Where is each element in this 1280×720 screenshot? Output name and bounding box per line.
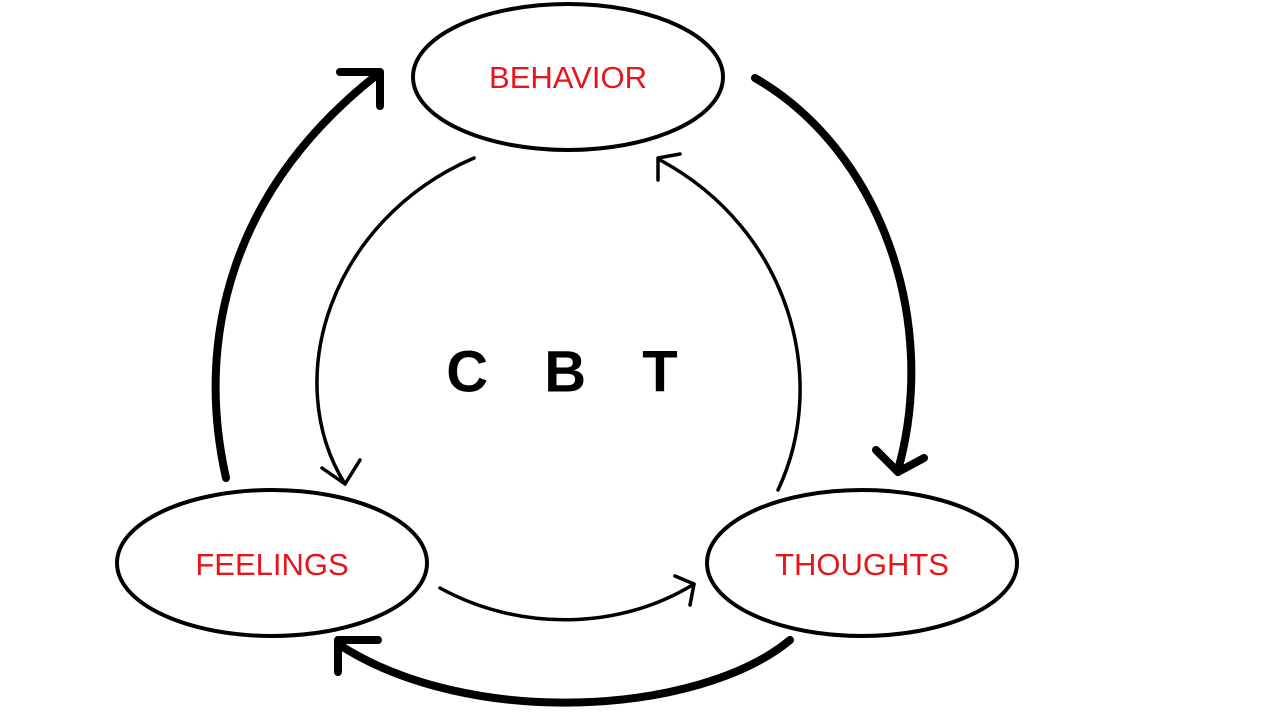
arrowhead-icon — [872, 446, 928, 476]
arrow-thoughts-to-feelings — [334, 636, 794, 707]
node-thoughts: THOUGHTS — [705, 488, 1019, 638]
arrow-feelings-to-behavior — [211, 68, 384, 482]
arrow-feelings-to-thoughts — [438, 574, 696, 622]
node-label-feelings: FEELINGS — [195, 547, 348, 582]
node-label-behavior: BEHAVIOR — [489, 60, 647, 95]
outer-cycle — [211, 68, 928, 707]
node-feelings: FEELINGS — [115, 488, 429, 638]
arrowhead-icon — [656, 152, 682, 182]
arrow-thoughts-to-behavior — [656, 152, 802, 492]
inner-cycle — [315, 152, 802, 622]
arrowhead-icon — [336, 68, 384, 110]
arrowhead-icon — [334, 636, 382, 676]
node-behavior: BEHAVIOR — [411, 2, 725, 152]
arrowhead-icon — [673, 574, 696, 607]
node-label-thoughts: THOUGHTS — [775, 547, 949, 582]
arrowhead-icon — [320, 458, 362, 486]
arrow-behavior-to-thoughts — [751, 74, 928, 476]
arrow-behavior-to-feelings — [315, 156, 476, 486]
center-label: C B T — [446, 339, 697, 404]
